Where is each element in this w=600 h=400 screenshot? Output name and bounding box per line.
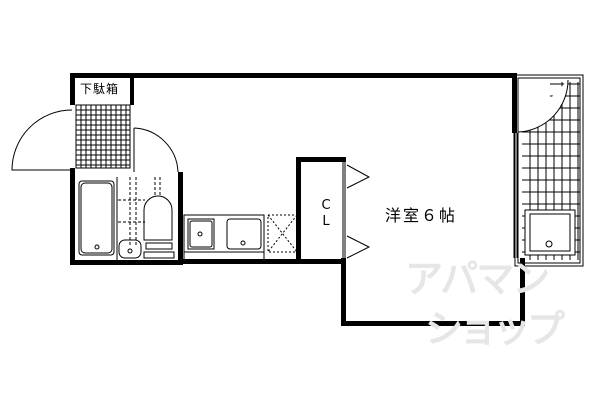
entrance-tile-grid: [75, 104, 131, 169]
western-room-label: 洋室６帖: [385, 206, 458, 225]
watermark-line-2: ショップ: [425, 307, 565, 351]
closet-letter-c: C: [321, 198, 331, 213]
closet-letter-l: L: [322, 214, 330, 229]
watermark-line-1: アパマン: [405, 257, 550, 301]
closet-label: C L: [319, 198, 333, 230]
shoe-cabinet-label: 下駄箱: [80, 82, 120, 96]
